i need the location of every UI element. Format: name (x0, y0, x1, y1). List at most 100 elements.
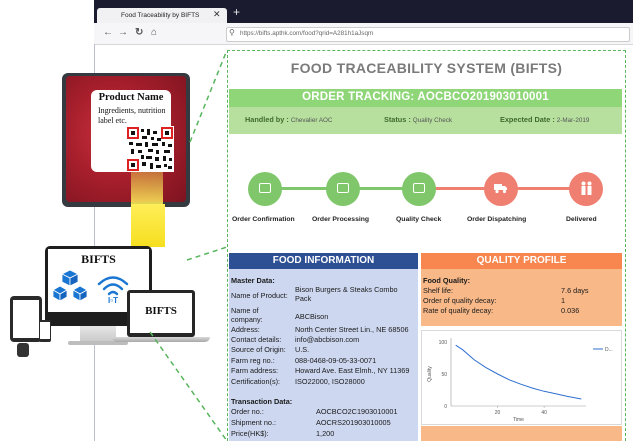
fi-key-origin: Source of Origin: (231, 345, 286, 354)
qr-code-icon (126, 126, 174, 172)
chart-axes (450, 338, 586, 407)
step-quality-check[interactable] (402, 172, 436, 206)
step-label-delivered: Delivered (566, 216, 597, 223)
laptop-base (112, 337, 210, 342)
y-tick-label: 50 (441, 372, 447, 378)
step-label-quality-check: Quality Check (396, 216, 442, 223)
x-tick-label: 40 (541, 410, 547, 416)
step-label-order-dispatching: Order Dispatching (467, 216, 527, 223)
fi-key-farm-address: Farm address: (231, 366, 279, 375)
quality-profile-panel (421, 269, 622, 326)
address-bar[interactable] (226, 27, 630, 42)
handled-by-value: Chevalier AOC (290, 117, 333, 124)
tab-close-icon[interactable]: ✕ (213, 9, 221, 19)
quality-profile-footer (421, 426, 622, 441)
step-order-processing[interactable] (326, 172, 360, 206)
fi-value-certifications: ISO22000, ISO28000 (295, 377, 365, 386)
fi-value-order-no: AOCBCO2C1903010001 (316, 407, 398, 416)
search-icon: ⚲ (229, 28, 235, 37)
order-tracking-header (229, 89, 622, 107)
fi-key-company: Name of (231, 306, 259, 315)
watch-device (17, 343, 29, 357)
qp-value-decay-order: 1 (561, 296, 566, 305)
y-axis-label: Quality (427, 366, 433, 382)
expected-date-value: 2-Mar-2019 (556, 117, 590, 124)
fi-key-product-name: Name of Product: (231, 291, 288, 300)
qp-key-decay-order: Order of quality decay: (423, 296, 497, 305)
order-processing-icon (337, 183, 349, 193)
laptop-brand-label: BIFTS (145, 305, 177, 317)
order-confirmation-icon (259, 183, 271, 193)
fi-key-farm-reg: Farm reg no.: (231, 356, 275, 365)
x-tick-label: 20 (495, 410, 501, 416)
scan-beam-lower (131, 204, 165, 247)
address-bar-url[interactable]: https://bifts.apthk.com/food?qrid=A281h1… (240, 30, 374, 37)
order-tracking-info-bar (229, 107, 622, 134)
forward-arrow-icon[interactable]: → (118, 27, 128, 38)
wifi-iot-icon: I▫T (97, 276, 129, 304)
product-label-description: Ingredients, nutrition label etc. (98, 106, 166, 125)
back-arrow-icon[interactable]: ← (103, 27, 113, 38)
new-tab-button[interactable]: + (233, 5, 241, 19)
browser-tab-bar (94, 0, 633, 23)
quality-chart-frame (421, 330, 622, 425)
qp-value-decay-rate: 0.036 (561, 306, 580, 315)
fi-value-shipment-no: AOCRS201903010005 (316, 418, 391, 427)
product-label-title: Product Name (98, 92, 164, 103)
order-tracking-title: ORDER TRACKING: AOCBCO201903010001 (302, 91, 549, 103)
scan-beam (131, 172, 163, 206)
fi-value-product-name-line2: Pack (295, 294, 312, 303)
fi-value-company: ABCBison (295, 312, 329, 321)
tablet-screen (13, 300, 39, 338)
reload-icon[interactable]: ↻ (135, 27, 144, 38)
y-tick-label: 0 (444, 404, 447, 410)
tab-title: Food Traceability by BIFTS (121, 12, 200, 19)
legend-entry: D... (605, 347, 613, 353)
monitor-brand-label: BIFTS (81, 252, 116, 266)
qp-key-shelf-life: Shelf life: (423, 286, 454, 295)
master-data-heading: Master Data: (231, 276, 275, 285)
phone-screen (40, 322, 50, 339)
step-label-order-confirmation: Order Confirmation (232, 216, 295, 223)
blockchain-cubes-icon (52, 269, 88, 302)
svg-text:I▫T: I▫T (108, 296, 118, 304)
fi-key-company-line2: company: (231, 315, 263, 324)
delivered-people-icon (581, 181, 592, 195)
food-information-panel (229, 269, 418, 441)
fi-key-order-no: Order no.: (231, 407, 264, 416)
truck-icon (494, 184, 507, 194)
food-information-title: FOOD INFORMATION (272, 255, 375, 266)
browser-edge (94, 44, 95, 441)
order-status: Status : Quality Check (384, 115, 452, 124)
chart-ticks: 0 50 100 20 40 (439, 340, 547, 416)
monitor-base (68, 341, 128, 345)
fi-value-farm-reg: 088-0468-09-05-33-0071 (295, 356, 377, 365)
transaction-data-heading: Transaction Data: (231, 397, 293, 406)
handled-by: Handled by : Chevalier AOC (245, 115, 333, 124)
quality-profile-title: QUALITY PROFILE (476, 255, 567, 266)
fi-value-product-name: Bison Burgers & Steaks Combo (295, 285, 398, 294)
page-title: FOOD TRACEABILITY SYSTEM (BIFTS) (290, 60, 563, 76)
fi-value-contact[interactable]: info@abcbison.com (295, 335, 360, 344)
series-line (455, 344, 582, 400)
browser-tab[interactable]: Food Traceability by BIFTS (97, 8, 227, 23)
y-tick-label: 100 (439, 340, 448, 346)
fi-value-farm-address: Howard Ave. East Elmh., NY 11369 (295, 366, 410, 375)
monitor-stand (80, 326, 116, 342)
step-order-confirmation[interactable] (248, 172, 282, 206)
fi-value-price: 1,200 (316, 429, 335, 438)
food-quality-heading: Food Quality: (423, 276, 471, 285)
step-delivered[interactable] (569, 172, 603, 206)
qp-value-shelf-life: 7.6 days (561, 286, 589, 295)
fi-value-address: North Center Street Lin., NE 68506 (295, 325, 409, 334)
quality-decay-chart: 0 50 100 20 40 Time Quality D... (427, 338, 613, 423)
home-icon[interactable]: ⌂ (151, 27, 158, 38)
order-status-value: Quality Check (412, 117, 452, 124)
traceability-page-frame (227, 50, 626, 441)
x-axis-label: Time (513, 417, 524, 423)
fi-key-certifications: Certification(s): (231, 377, 281, 386)
fi-key-address: Address: (231, 325, 260, 334)
fi-key-shipment-no: Shipment no.: (231, 418, 277, 427)
quality-profile-header (421, 253, 622, 269)
fi-key-price: Price(HK$): (231, 429, 269, 438)
